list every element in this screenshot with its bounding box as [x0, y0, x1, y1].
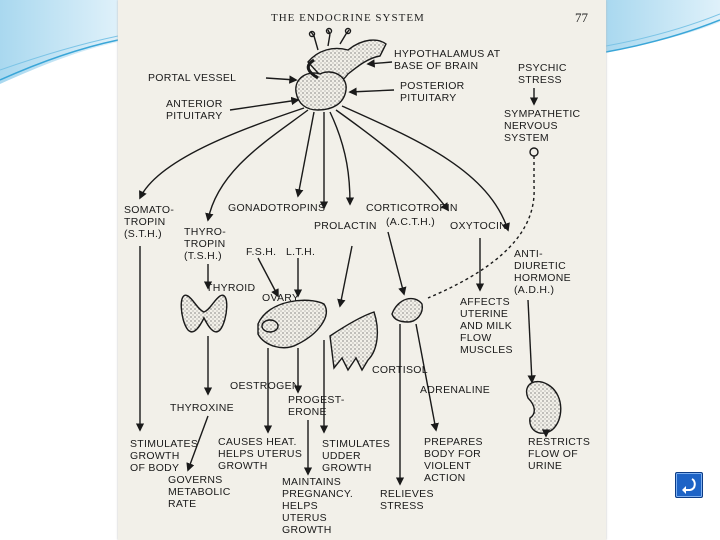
- label-adh: ANTI- DIURETIC HORMONE (A.D.H.): [514, 248, 571, 296]
- arrow-adh: [341, 105, 510, 232]
- anterior-pointer: [229, 96, 300, 111]
- figure-header: THE ENDOCRINE SYSTEM: [271, 12, 425, 24]
- label-maintains-pregnancy: MAINTAINS PREGNANCY. HELPS UTERUS GROWTH: [282, 476, 354, 536]
- portal-vessel-pointer: [265, 75, 298, 84]
- right-swoosh-line: [605, 19, 720, 53]
- return-arrow-icon: [682, 478, 696, 494]
- diagram-drawing: [135, 27, 562, 486]
- page-number: 77: [575, 10, 588, 25]
- label-prepares-body: PREPARES BODY FOR VIOLENT ACTION: [424, 436, 483, 484]
- label-stimulates-udder: STIMULATES UDDER GROWTH: [322, 438, 391, 474]
- label-somatotropin: SOMATO- TROPIN (S.T.H.): [124, 204, 175, 240]
- label-portal-vessel: PORTAL VESSEL: [148, 72, 237, 84]
- arrow-adrenaline: [415, 323, 439, 432]
- label-cortisol: CORTISOL: [372, 364, 428, 376]
- arrow-acth-adrenal: [387, 231, 407, 296]
- pituitary-shape: [295, 71, 347, 111]
- left-swoosh-line: [0, 39, 119, 81]
- portal-vessel-line: [306, 58, 319, 80]
- label-hypothalamus: HYPOTHALAMUS AT BASE OF BRAIN: [394, 48, 501, 72]
- arrow-oxytocin: [335, 109, 450, 212]
- label-sympathetic: SYMPATHETIC NERVOUS SYSTEM: [504, 108, 581, 144]
- label-prolactin: PROLACTIN: [314, 220, 377, 232]
- sympathetic-node: [529, 147, 539, 157]
- hypothalamus-pointer: [366, 59, 393, 68]
- ovary-follicle: [261, 319, 279, 333]
- label-corticotropin: CORTICOTROPIN: [366, 202, 458, 214]
- sympathetic-line: [427, 156, 535, 299]
- neuron-dot-2: [325, 27, 333, 35]
- adrenal-gland: [391, 297, 423, 323]
- label-gonadotropins: GONADOTROPINS: [228, 202, 326, 214]
- arrow-prolactin-udder: [337, 245, 353, 308]
- label-thyrotropin: THYRO- TROPIN (T.S.H.): [184, 226, 227, 262]
- arrow-fsh: [257, 257, 279, 298]
- arrow-gonadotropins: [295, 111, 315, 198]
- left-swoosh-line-2: [0, 35, 119, 71]
- arrow-adh-kidney: [527, 299, 536, 384]
- kidney: [525, 380, 562, 434]
- left-swoosh: [0, 0, 118, 84]
- neuron-branches: [310, 29, 350, 51]
- return-button[interactable]: [675, 472, 703, 498]
- label-governs-metabolic: GOVERNS METABOLIC RATE: [168, 474, 231, 510]
- label-progesterone: PROGEST- ERONE: [288, 394, 345, 418]
- label-restricts-flow: RESTRICTS FLOW OF URINE: [528, 436, 591, 472]
- label-oxytocin: OXYTOCIN: [450, 220, 508, 232]
- label-lth: L.T.H.: [286, 246, 316, 258]
- posterior-pointer: [348, 87, 395, 96]
- label-thyroxine: THYROXINE: [170, 402, 234, 414]
- label-psychic-stress: PSYCHIC STRESS: [518, 62, 567, 86]
- udder: [329, 311, 379, 372]
- right-swoosh-line-2: [605, 13, 720, 47]
- label-thyroid: THYROID: [206, 282, 256, 294]
- label-causes-heat: CAUSES HEAT. HELPS UTERUS GROWTH: [218, 436, 303, 472]
- label-relieves-stress: RELIEVES STRESS: [380, 488, 434, 512]
- arrow-governs: [186, 415, 209, 472]
- label-fsh: F.S.H.: [246, 246, 277, 258]
- label-stimulates-growth: STIMULATES GROWTH OF BODY: [130, 438, 199, 474]
- label-anterior-pituitary: ANTERIOR PITUITARY: [166, 98, 223, 122]
- label-posterior-pituitary: POSTERIOR PITUITARY: [400, 80, 465, 104]
- label-affects-uterine: AFFECTS UTERINE AND MILK FLOW MUSCLES: [460, 296, 513, 356]
- label-adrenaline: ADRENALINE: [420, 384, 491, 396]
- arrow-corticotropin: [329, 111, 355, 206]
- thyroid-gland: [180, 294, 228, 333]
- neuron-dot-1: [308, 30, 316, 38]
- label-acth: (A.C.T.H.): [386, 216, 436, 228]
- label-oestrogen: OESTROGEN: [230, 380, 300, 392]
- ovary-gland: [257, 299, 327, 349]
- arrow-somatotropin: [139, 107, 305, 200]
- label-ovary: OVARY: [262, 292, 300, 304]
- neuron-dot-3: [344, 27, 352, 35]
- endocrine-diagram-scan: THE ENDOCRINE SYSTEM 77 HYPOTHALAMUS AT …: [118, 0, 606, 540]
- arrow-thyrotropin: [205, 109, 309, 222]
- right-swoosh: [606, 0, 720, 52]
